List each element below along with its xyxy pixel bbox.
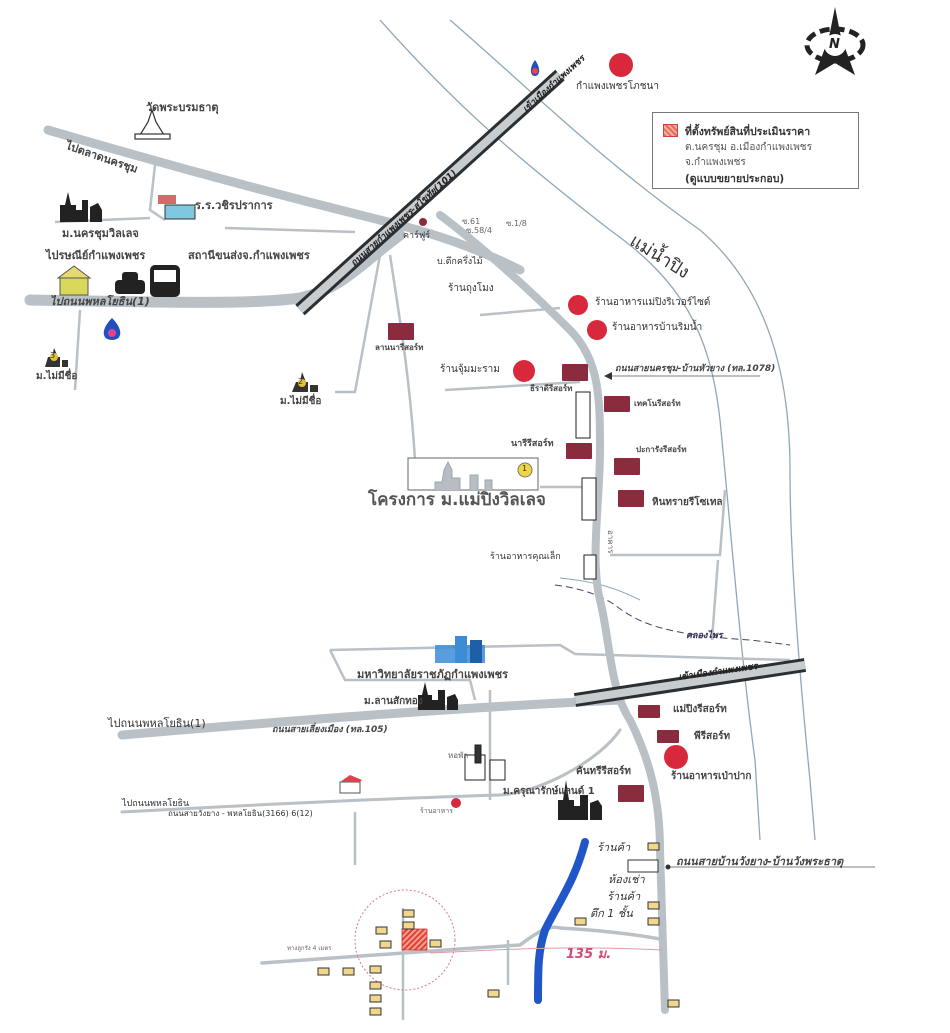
house-icon-red-roof	[339, 775, 362, 794]
label-dorm: หอพัก	[448, 751, 469, 760]
carrefour-icon	[419, 218, 427, 226]
label-canal: คลองไพร	[686, 631, 723, 641]
appraised-property-plot[interactable]	[401, 928, 428, 951]
bus-icon	[150, 265, 180, 297]
label-wat-phra-borommathat: วัดพระบรมธาตุ	[146, 101, 219, 114]
label-shophouse-sign: อาคาร	[606, 530, 615, 554]
legend-title: ที่ตั้งทรัพย์สินที่ประเมินราคา	[685, 126, 811, 138]
label-post-office: ไปรษณีย์กำแพงเพชร	[46, 249, 146, 262]
map-legend: ที่ตั้งทรัพย์สินที่ประเมินราคา ต.นครชุม …	[652, 112, 859, 189]
label-jum-restaurant: ร้านจุ้มมะราม	[440, 364, 500, 375]
village-skyline-icon	[418, 682, 458, 710]
post-office-icon	[56, 265, 92, 296]
label-soi-584: ซ.58/4	[466, 226, 492, 235]
label-road-1078: ถนนสายนครชุม-บ้านหัวยาง (ทล.1078)	[615, 364, 776, 374]
canal-khlong-phrai	[554, 584, 791, 646]
label-distance: 135 ม.	[566, 947, 612, 962]
label-to-phahonyothin-mid: ไปถนนพหลโยธิน(1)	[108, 717, 206, 730]
minor-roads	[54, 164, 791, 1020]
label-bus-station: สถานีขนส่งจ.กำแพงเพชร	[188, 249, 310, 262]
label-liang-mueang: ถนนสายเลี่ยงเมือง (ทล.105)	[272, 725, 388, 735]
legend-line-1: ต.นครชุม อ.เมืองกำแพงเพชร	[685, 142, 812, 153]
label-khunlek: ร้านอาหารคุณเล็ก	[490, 552, 561, 562]
label-marker-3: 3	[50, 351, 56, 360]
resort-icons	[388, 323, 679, 802]
label-project-marker: 1	[522, 464, 528, 473]
label-paopak: ร้านอาหารเป่าปาก	[671, 771, 752, 782]
village-skyline-icon	[558, 780, 602, 820]
rowhouse-icons	[464, 391, 597, 781]
label-wangyang-phahonyothin: ถนนสายวังยาง - พหลโยธิน(3166) 6(12)	[168, 809, 313, 818]
legend-swatch-property	[663, 124, 678, 137]
label-nari-resort: นารีรีสอร์ท	[511, 439, 554, 449]
rajabhat-building-icon	[435, 636, 485, 663]
label-village-unnamed-2: ม.ไม่มีชื่อ	[280, 396, 322, 407]
label-shop-2: ร้านค้า	[607, 890, 641, 903]
arrow-head-icon	[604, 372, 612, 380]
highway-to-city-bottom	[573, 658, 807, 707]
rental-rooms-icon	[627, 859, 659, 873]
label-maeping-riverside: ร้านอาหารแม่ปิงริเวอร์ไซด์	[595, 297, 711, 308]
gas-station-icon	[530, 60, 540, 76]
school-icon	[158, 195, 196, 220]
label-project-name[interactable]: โครงการ ม.แม่ปิงวิลเลจ	[368, 490, 546, 510]
restaurant-icons	[451, 53, 688, 808]
label-rental-room: ห้องเช่า	[608, 873, 645, 886]
label-village-nakhonchum: ม.นครชุมวิลเลจ	[62, 227, 139, 240]
label-maeping-resort: แม่ปิงรีสอร์ท	[673, 704, 727, 715]
temple-icon	[134, 108, 171, 140]
legend-line-2: จ.กำแพงเพชร	[685, 157, 746, 168]
project-box[interactable]	[407, 457, 539, 491]
label-shop-1: ร้านค้า	[597, 841, 631, 854]
label-kamphaengphet-phochana: กำแพงเพชรโภชนา	[576, 81, 659, 92]
gas-station-icon	[103, 318, 121, 340]
taxi-icon	[115, 272, 145, 294]
label-ban-tuek: บ.ตึกครึ่งไม้	[437, 257, 483, 267]
village-skyline-icon	[60, 192, 102, 222]
label-hinsai-resort: หินทรายรีโซเทล	[652, 497, 723, 508]
village-skyline-icon	[45, 348, 68, 367]
north-arrow-compass	[804, 7, 866, 75]
label-khanthiri: คันทรีรีสอร์ท	[576, 766, 631, 777]
label-wangyang-wangphrathat: ถนนสายบ้านวังยาง-บ้านวังพระธาตุ	[676, 855, 844, 868]
label-school: ร.ร.วชิรปราการ	[195, 199, 273, 212]
label-to-phahonyothin-low: ไปถนนพหลโยธิน	[122, 799, 190, 809]
label-small-restaurant: ร้านอาหาร	[420, 807, 453, 815]
pointer-dot	[665, 864, 671, 870]
label-rajabhat: มหาวิทยาลัยราชภัฏกำแพงเพชร	[357, 668, 509, 681]
label-tungmong: ร้านถุงโมง	[448, 283, 494, 294]
label-marker-2: 2	[298, 377, 304, 386]
legend-line-3: (ดูแบบขยายประกอบ)	[685, 173, 785, 185]
label-village-unnamed-3: ม.ไม่มีชื่อ	[36, 371, 78, 382]
label-ban-rim-nam: ร้านอาหารบ้านริมน้ำ	[612, 322, 703, 333]
label-small-road: ทางลูกรัง 4 เมตร	[287, 945, 332, 952]
label-soi-61: ซ.61	[462, 217, 481, 226]
village-skyline-icon	[292, 372, 318, 392]
canal-line	[559, 577, 641, 601]
label-lansakthong: ม.ลานสักทอง	[364, 696, 423, 707]
distance-line	[429, 947, 663, 954]
compass-letter: N	[829, 37, 840, 52]
label-one-floor: ตึก 1 ชั้น	[590, 907, 633, 920]
house-icons	[317, 842, 680, 1016]
highway-101	[295, 69, 565, 316]
label-karunarak: ม.ครุณารักษ์แลนด์ 1	[503, 786, 595, 797]
secondary-roads	[24, 125, 669, 1014]
label-soi-other: ซ.1/8	[506, 219, 527, 228]
target-radius-circle	[354, 889, 456, 991]
label-carrefour: คาร์ฟูร์	[403, 231, 431, 241]
label-lanna-resort: ลานนารีสอร์ท	[375, 343, 424, 352]
label-thirathi-resort: ธีราดีรีสอร์ท	[530, 384, 573, 393]
label-pakarang-resort: ปะการังรีสอร์ท	[636, 445, 687, 454]
label-techno-resort: เทคโนรีสอร์ท	[634, 399, 681, 408]
blue-stream	[534, 838, 589, 1004]
label-to-phahonyothin-1: ไปถนนพหลโยธิน(1)	[50, 295, 150, 308]
label-p-resort: พีรีสอร์ท	[694, 731, 731, 742]
